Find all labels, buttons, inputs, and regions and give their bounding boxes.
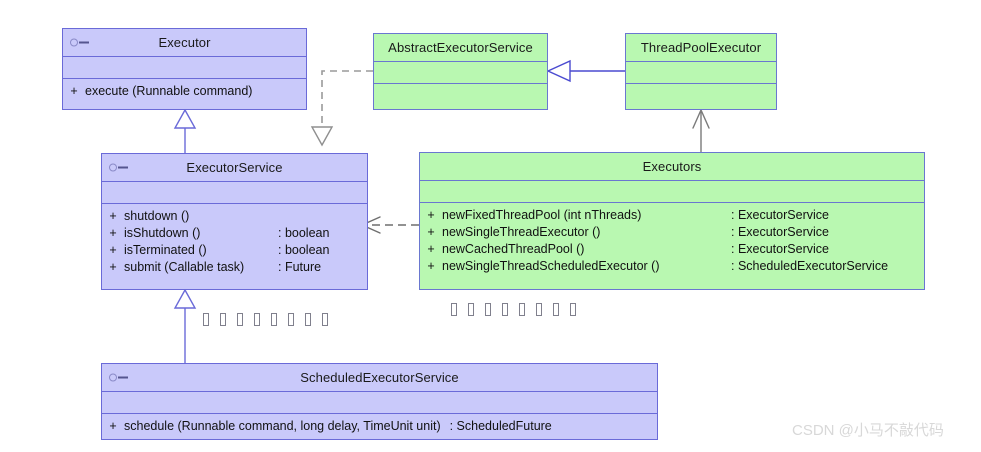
operation-signature: newFixedThreadPool (int nThreads): [442, 207, 642, 222]
class-box-thread-pool-executor[interactable]: ThreadPoolExecutor: [625, 33, 777, 110]
interface-lollipop-icon: [109, 373, 128, 382]
class-box-executor[interactable]: Executor + execute (Runnable command): [62, 28, 307, 110]
missing-glyph-box: [570, 303, 576, 316]
class-box-executor-service[interactable]: ExecutorService + shutdown () + isShutdo…: [101, 153, 368, 290]
operation-return-type: : ExecutorService: [731, 207, 829, 222]
class-operations-compartment: + schedule (Runnable command, long delay…: [102, 414, 657, 437]
operation-row: + submit (Callable task) : Future: [102, 258, 367, 275]
operation-signature: isTerminated (): [124, 242, 207, 257]
class-box-executors[interactable]: Executors + newFixedThreadPool (int nThr…: [419, 152, 925, 290]
class-attributes-compartment: [102, 182, 367, 204]
missing-glyph-box: [220, 313, 226, 326]
rel-dependency-executors-threadpool: [692, 109, 710, 152]
operation-signature: newSingleThreadExecutor (): [442, 224, 601, 239]
rel-generalization-scheduled-executorservice: [173, 288, 197, 363]
operation-return-type: : ExecutorService: [731, 224, 829, 239]
missing-glyph-box: [271, 313, 277, 326]
class-title-compartment: Executors: [420, 153, 924, 181]
class-title-compartment: ExecutorService: [102, 154, 367, 182]
missing-glyph-box: [305, 313, 311, 326]
operation-visibility: +: [109, 225, 117, 240]
operation-signature: schedule (Runnable command, long delay, …: [124, 418, 441, 433]
operation-return-type: : boolean: [278, 242, 330, 257]
class-operations-compartment: [626, 84, 776, 90]
class-title-compartment: Executor: [63, 29, 306, 57]
class-name-label: Executors: [642, 159, 702, 174]
tofu-row-right: [451, 303, 576, 316]
operation-row: + schedule (Runnable command, long delay…: [102, 417, 657, 434]
operation-signature: shutdown (): [124, 208, 190, 223]
operation-row: + newSingleThreadScheduledExecutor () : …: [420, 257, 924, 274]
class-attributes-compartment: [63, 57, 306, 79]
operation-visibility: +: [427, 224, 435, 239]
missing-glyph-box: [502, 303, 508, 316]
class-name-label: ExecutorService: [186, 160, 283, 175]
missing-glyph-box: [485, 303, 491, 316]
tofu-row-left: [203, 313, 328, 326]
class-operations-compartment: + newFixedThreadPool (int nThreads) : Ex…: [420, 203, 924, 277]
rel-generalization-threadpool-abstract: [546, 59, 625, 83]
class-attributes-compartment: [626, 62, 776, 84]
operation-return-type: : ExecutorService: [731, 241, 829, 256]
operation-row: + newSingleThreadExecutor () : ExecutorS…: [420, 223, 924, 240]
class-box-scheduled-executor-service[interactable]: ScheduledExecutorService + schedule (Run…: [101, 363, 658, 440]
missing-glyph-box: [468, 303, 474, 316]
operation-visibility: +: [427, 241, 435, 256]
operation-signature: isShutdown (): [124, 225, 201, 240]
class-name-label: ThreadPoolExecutor: [640, 40, 762, 55]
interface-lollipop-icon: [70, 38, 89, 47]
operation-signature: newSingleThreadScheduledExecutor (): [442, 258, 660, 273]
missing-glyph-box: [451, 303, 457, 316]
operation-row: + isTerminated () : boolean: [102, 241, 367, 258]
missing-glyph-box: [553, 303, 559, 316]
watermark-label: CSDN @小马不敲代码: [792, 422, 944, 439]
operation-visibility: +: [109, 418, 117, 433]
rel-generalization-executorservice-executor: [173, 108, 197, 153]
operation-row: + execute (Runnable command): [63, 82, 306, 99]
missing-glyph-box: [322, 313, 328, 326]
operation-visibility: +: [109, 242, 117, 257]
missing-glyph-box: [288, 313, 294, 326]
operation-row: + newCachedThreadPool () : ExecutorServi…: [420, 240, 924, 257]
missing-glyph-box: [254, 313, 260, 326]
operation-return-type: : ScheduledExecutorService: [731, 258, 889, 273]
class-name-label: AbstractExecutorService: [388, 40, 533, 55]
operation-row: + newFixedThreadPool (int nThreads) : Ex…: [420, 206, 924, 223]
operation-visibility: +: [427, 258, 435, 273]
operation-return-type: : ScheduledFuture: [449, 418, 552, 433]
class-operations-compartment: + execute (Runnable command): [63, 79, 306, 102]
operation-return-type: : Future: [278, 259, 322, 274]
class-box-abstract-executor-service[interactable]: AbstractExecutorService: [373, 33, 548, 110]
missing-glyph-box: [536, 303, 542, 316]
missing-glyph-box: [203, 313, 209, 326]
class-name-label: Executor: [158, 35, 211, 50]
interface-lollipop-icon: [109, 163, 128, 172]
rel-realization-abstract-executorservice: [310, 70, 373, 147]
operation-signature: execute (Runnable command): [85, 83, 253, 98]
class-title-compartment: AbstractExecutorService: [374, 34, 547, 62]
class-attributes-compartment: [420, 181, 924, 203]
class-attributes-compartment: [374, 62, 547, 84]
class-operations-compartment: [374, 84, 547, 90]
missing-glyph-box: [237, 313, 243, 326]
operation-return-type: : boolean: [278, 225, 330, 240]
rel-dependency-executors-executorservice: [361, 216, 419, 234]
operation-visibility: +: [109, 259, 117, 274]
operation-signature: newCachedThreadPool (): [442, 241, 585, 256]
class-title-compartment: ThreadPoolExecutor: [626, 34, 776, 62]
missing-glyph-box: [519, 303, 525, 316]
operation-visibility: +: [109, 208, 117, 223]
class-name-label: ScheduledExecutorService: [300, 370, 459, 385]
operation-visibility: +: [427, 207, 435, 222]
operation-row: + isShutdown () : boolean: [102, 224, 367, 241]
class-operations-compartment: + shutdown () + isShutdown () : boolean …: [102, 204, 367, 278]
operation-signature: submit (Callable task): [124, 259, 245, 274]
class-attributes-compartment: [102, 392, 657, 414]
operation-visibility: +: [70, 83, 78, 98]
operation-row: + shutdown (): [102, 207, 367, 224]
class-title-compartment: ScheduledExecutorService: [102, 364, 657, 392]
